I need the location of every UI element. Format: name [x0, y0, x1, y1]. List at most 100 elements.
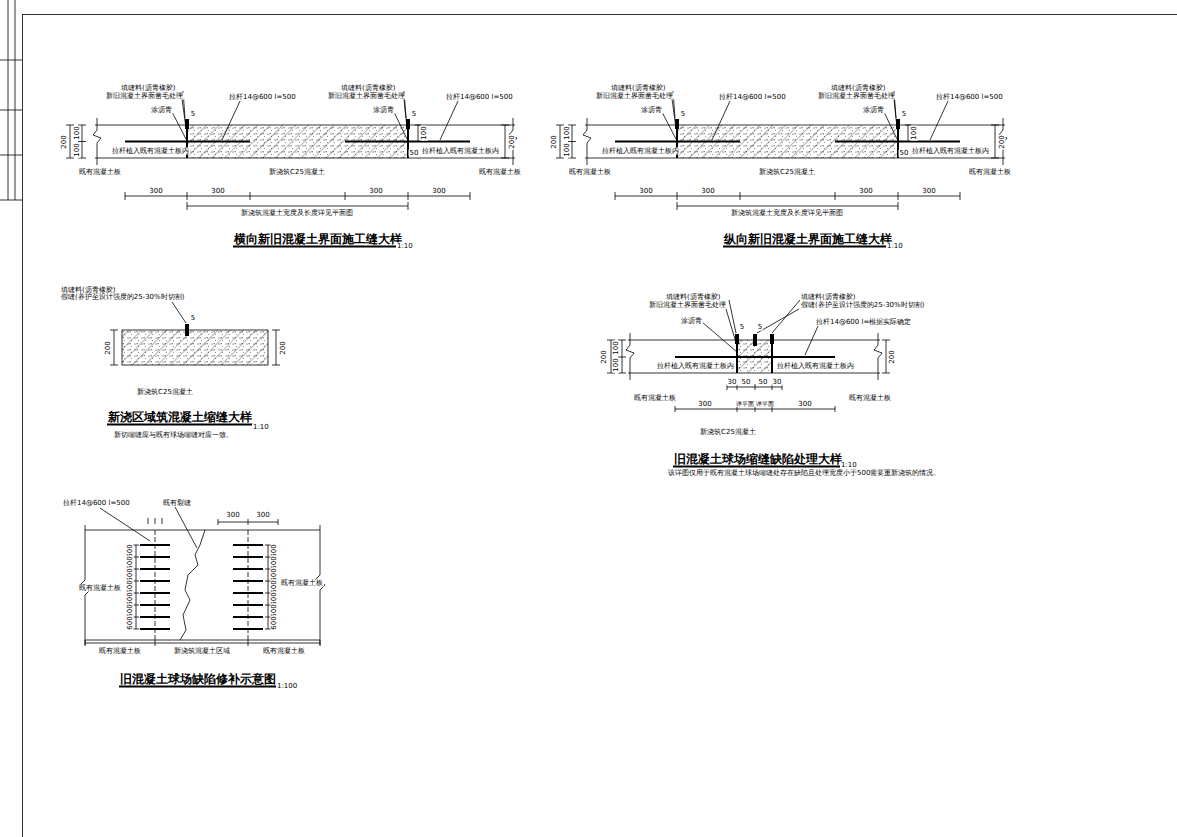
- drawing-title: 纵向新旧混凝土界面施工缝大样: [723, 233, 893, 248]
- dimension: 100: [74, 142, 81, 157]
- callout-text: 5: [739, 324, 745, 331]
- dimension: 100: [74, 125, 81, 140]
- dimension: 200: [280, 340, 287, 355]
- callout-text: 新浇筑C25混凝土: [699, 429, 757, 436]
- callout-text: 既有混凝土板: [78, 169, 122, 176]
- callout-text: 1:10: [252, 424, 270, 431]
- callout-text: 拉杆植入既有混凝土板内: [111, 148, 190, 155]
- dimension: 200: [509, 134, 516, 149]
- callout-text: 新旧混凝土界面凿毛处理: [595, 93, 674, 100]
- dimension: 600: [271, 615, 278, 630]
- callout-text: 1:10: [840, 462, 858, 469]
- callout-text: 拉杆植入既有混凝土板内: [601, 148, 680, 155]
- callout-text: 既有混凝土板: [98, 648, 142, 655]
- callout-text: 新浇筑混凝土宽度及长度详见平面图: [240, 210, 354, 217]
- callout-text: 填缝料(沥青橡胶): [120, 85, 176, 92]
- callout-text: 新浇筑C25混凝土: [268, 169, 326, 176]
- callout-text: 拉杆植入既有混凝土板内: [421, 148, 500, 155]
- dimension: 100: [564, 142, 571, 157]
- callout-text: 涂沥青: [150, 107, 173, 114]
- callout-text: 300: [638, 188, 653, 195]
- callout-text: 涂沥青: [640, 107, 663, 114]
- callout-text: 1:100: [276, 683, 298, 690]
- dimension: 100: [421, 125, 428, 140]
- callout-text: 300: [368, 188, 383, 195]
- callout-text: 拉杆14@600 l=根据实际确定: [815, 319, 912, 326]
- callout-text: 既有混凝土板: [280, 580, 324, 587]
- callout-text: 填缝料(沥青橡胶): [800, 294, 856, 301]
- dimension: 100: [613, 340, 620, 355]
- callout-text: 新旧混凝土界面凿毛处理: [327, 93, 406, 100]
- callout-text: 5: [901, 111, 907, 118]
- dimension: 200: [601, 349, 608, 364]
- callout-text: 50: [409, 150, 420, 157]
- callout-text: 既有裂缝: [162, 500, 192, 507]
- callout-text: 拉杆14@600 l=500: [62, 500, 131, 507]
- callout-text: 假缝(养护至设计强度的25-30%时切割): [800, 302, 925, 309]
- callout-text: 涂沥青: [372, 107, 395, 114]
- callout-text: 30: [727, 379, 738, 386]
- drawing-title: 旧混凝土球场缺陷修补示意图: [119, 673, 277, 688]
- callout-text: 假缝(养护至设计强度的25-30%时切割): [60, 294, 185, 301]
- callout-text: 300: [858, 188, 873, 195]
- callout-text: 300: [148, 188, 163, 195]
- callout-text: 新浇筑C25混凝土: [758, 169, 816, 176]
- callout-text: 填缝料(沥青橡胶): [60, 287, 116, 294]
- callout-text: 300: [255, 512, 270, 519]
- callout-text: 新浇筑混凝土区域: [173, 648, 231, 655]
- dimension: 200: [105, 340, 112, 355]
- callout-text: 涂沥青: [680, 318, 703, 325]
- callout-text: 300: [431, 188, 446, 195]
- callout-text: 填缝料(沥青橡胶): [340, 85, 396, 92]
- callout-text: 30: [772, 379, 783, 386]
- callout-text: 该详图仅用于既有混凝土球场缩缝处存在缺陷且处理宽度小于500需要重新浇筑的情况。: [667, 470, 941, 477]
- callout-text: 5: [411, 111, 417, 118]
- callout-text: 新浇筑混凝土宽度及长度详见平面图: [730, 210, 844, 217]
- callout-text: 新旧混凝土界面凿毛处理: [648, 302, 727, 309]
- dimension: 100: [564, 125, 571, 140]
- callout-text: 既有混凝土板: [848, 395, 892, 402]
- dimension: 200: [889, 349, 896, 364]
- callout-text: 涂沥青: [862, 107, 885, 114]
- callout-text: 新切缩缝应与既有球场缩缝对应一致。: [113, 432, 234, 439]
- callout-text: 新浇筑C25混凝土: [136, 389, 194, 396]
- callout-text: 既有混凝土板: [568, 169, 612, 176]
- callout-text: 50: [758, 379, 769, 386]
- callout-text: 既有混凝土板: [478, 169, 522, 176]
- callout-text: 拉杆植入既有混凝土板内: [776, 363, 855, 370]
- callout-text: 1:10: [396, 243, 414, 250]
- dimension: 200: [61, 134, 68, 149]
- callout-text: 既有混凝土板: [968, 169, 1012, 176]
- callout-text: 5: [757, 324, 763, 331]
- callout-text: 新旧混凝土界面凿毛处理: [105, 93, 184, 100]
- drawing-title: 横向新旧混凝土界面施工缝大样: [233, 233, 403, 248]
- callout-text: 5: [190, 111, 196, 118]
- callout-text: 填缝料(沥青橡胶): [610, 85, 666, 92]
- drawing-title: 新浇区域筑混凝土缩缝大样: [107, 411, 253, 426]
- callout-text: 300: [797, 401, 812, 408]
- callout-text: 既有混凝土板: [78, 585, 122, 592]
- callout-text: 填缝料(沥青橡胶): [665, 294, 721, 301]
- callout-text: 300: [697, 401, 712, 408]
- callout-text: 新旧混凝土界面凿毛处理: [817, 93, 896, 100]
- callout-text: 300: [225, 512, 240, 519]
- callout-text: 填缝料(沥青橡胶): [830, 85, 886, 92]
- dimension: 详平面: [735, 401, 755, 407]
- drawing-title: 旧混凝土球场缩缝缺陷处理大样: [673, 453, 843, 468]
- dimension: 100: [911, 125, 918, 140]
- callout-text: 300: [921, 188, 936, 195]
- callout-text: 拉杆14@600 l=500: [445, 94, 514, 101]
- callout-text: 既有混凝土板: [262, 648, 306, 655]
- callout-text: 50: [741, 379, 752, 386]
- callout-text: 拉杆植入既有混凝土板内: [911, 148, 990, 155]
- dimension: 100: [613, 357, 620, 372]
- callout-text: 拉杆植入既有混凝土板内: [656, 363, 735, 370]
- callout-text: 拉杆14@600 l=500: [228, 94, 297, 101]
- callout-text: 拉杆14@600 l=500: [935, 94, 1004, 101]
- dimension: 600: [127, 615, 134, 630]
- callout-text: 5: [190, 315, 196, 322]
- callout-text: 5: [680, 111, 686, 118]
- callout-text: 既有混凝土板: [633, 395, 677, 402]
